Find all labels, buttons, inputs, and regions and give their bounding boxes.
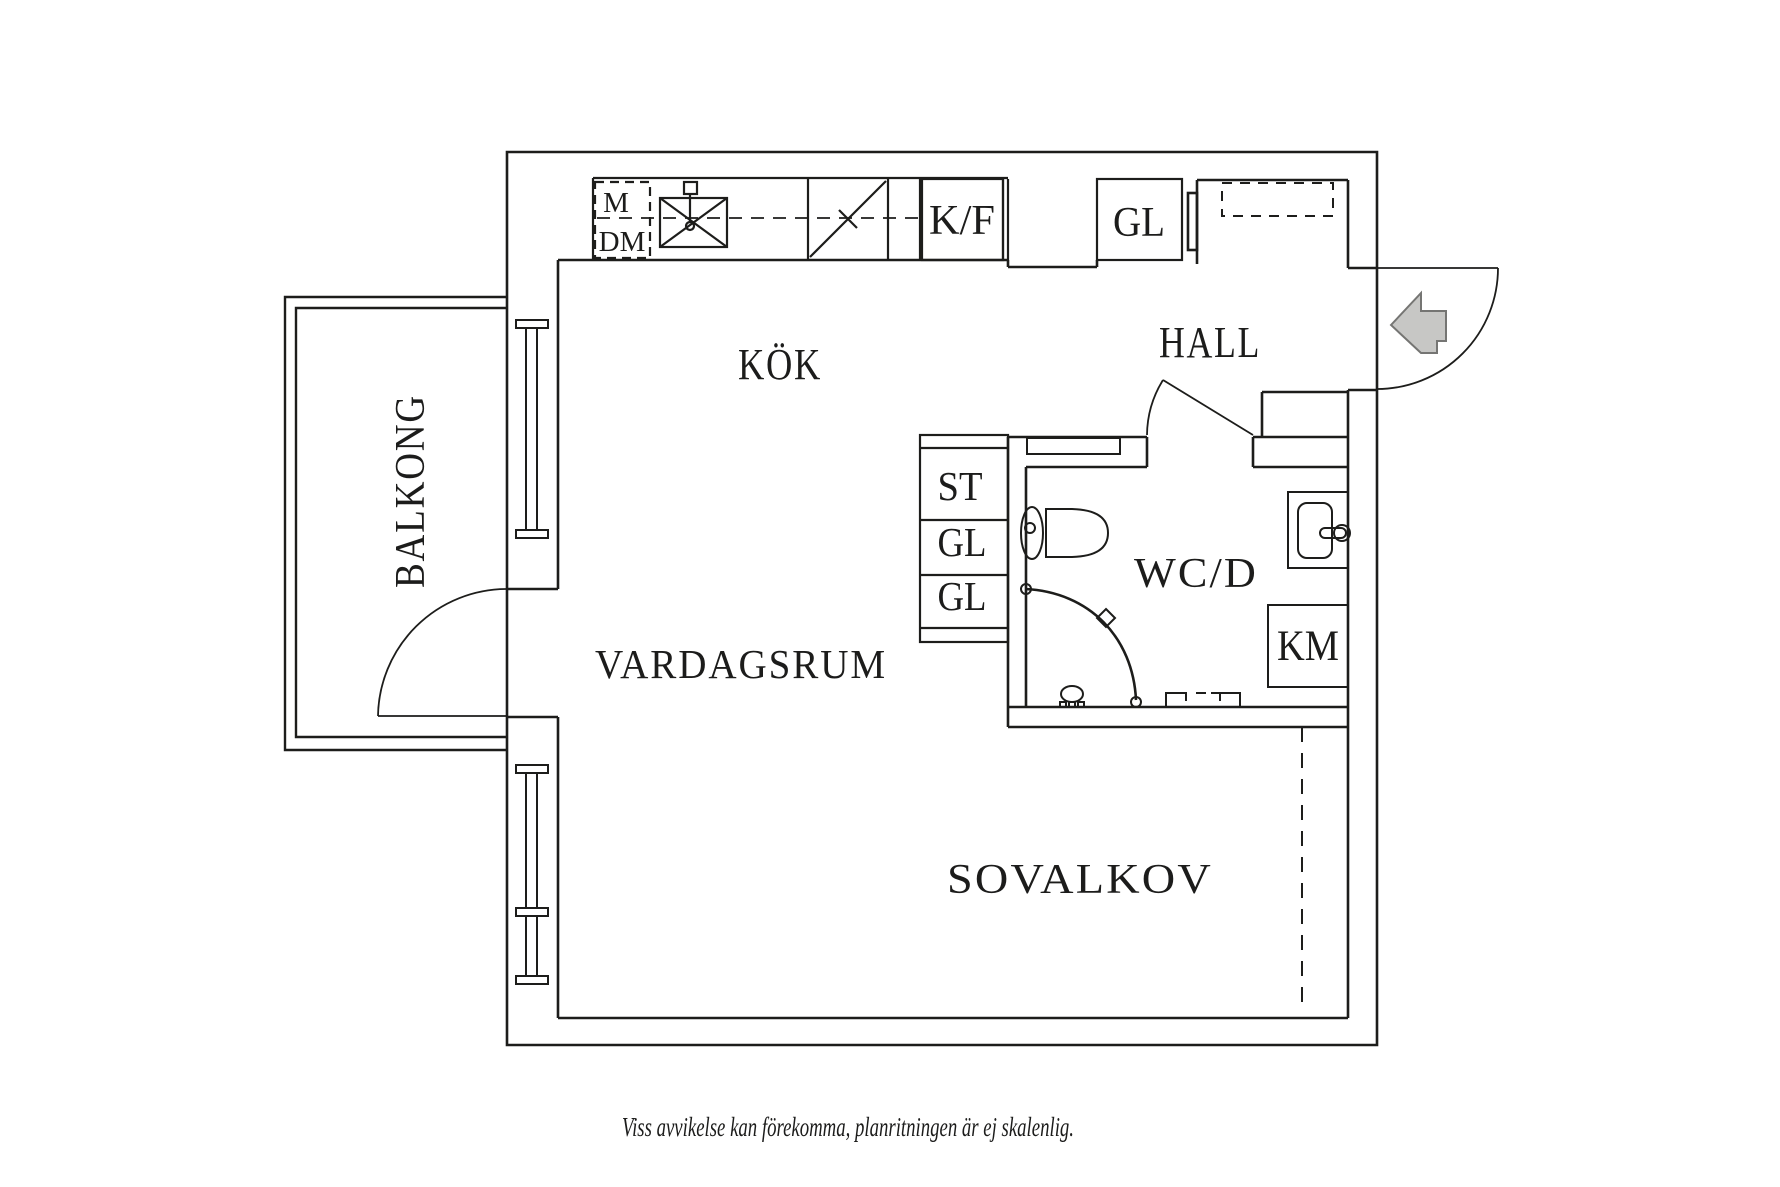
walls [505, 150, 1379, 1047]
label-wardrobe-upper: GL [938, 519, 987, 565]
outer-wall [505, 150, 1379, 1047]
entry-arrow-icon [1389, 290, 1447, 354]
bathroom-sink-icon [1287, 491, 1351, 569]
bathroom-door [1146, 379, 1254, 436]
fridge-freezer-box [920, 177, 1005, 262]
label-dishwasher: DM [599, 226, 646, 258]
label-living-room: VARDAGSRUM [595, 641, 887, 687]
closet-unit [918, 433, 1010, 644]
hall-wardrobe-box [1095, 177, 1184, 262]
labels: KÖK HALL VARDAGSRUM SOVALKOV WC/D BALKON… [388, 187, 1339, 1142]
floor-drain-icon [1059, 685, 1085, 708]
entry-alcove-wall [1195, 178, 1348, 264]
alcove-overhead-cabinet [1221, 182, 1334, 217]
balcony-structure [283, 295, 507, 752]
label-hall: HALL [1159, 318, 1261, 367]
bathroom-fixtures [1020, 491, 1351, 708]
entry-door [1376, 267, 1499, 390]
inner-walls [507, 180, 1377, 1020]
towel-rail-icon [1165, 692, 1241, 706]
alcove-jamb [1186, 191, 1199, 252]
label-washing-machine: KM [1277, 623, 1339, 670]
label-cleaning-closet: ST [938, 463, 983, 509]
counter-dividers [806, 178, 922, 260]
toilet-icon [1020, 506, 1110, 560]
shower-curtain-icon [1020, 583, 1142, 708]
bathroom-wall-niche [1026, 437, 1121, 455]
label-sleeping-alcove: SOVALKOV [947, 857, 1213, 903]
label-fridge-freezer: K/F [929, 198, 995, 244]
washing-machine-box [1267, 604, 1349, 688]
label-microwave: M [603, 187, 629, 219]
label-balcony: BALKONG [388, 394, 434, 588]
label-kitchen: KÖK [738, 340, 822, 389]
window-lower [515, 764, 549, 985]
windows [515, 319, 549, 985]
disclaimer-caption: Viss avvikelse kan förekomma, planritnin… [622, 1112, 1074, 1142]
window-upper [515, 319, 549, 539]
balcony-door [377, 588, 507, 717]
balcony-outline [283, 295, 507, 752]
microwave-dishwasher-box [593, 180, 652, 260]
counter-outline [591, 176, 1010, 260]
label-hall-wardrobe: GL [1113, 200, 1165, 246]
kitchen-sink-icon [658, 180, 729, 249]
label-bathroom: WC/D [1134, 551, 1258, 597]
doors [377, 267, 1499, 717]
label-wardrobe-lower: GL [938, 573, 987, 619]
stove-icon [809, 180, 887, 258]
kitchen-counter [591, 176, 1184, 262]
